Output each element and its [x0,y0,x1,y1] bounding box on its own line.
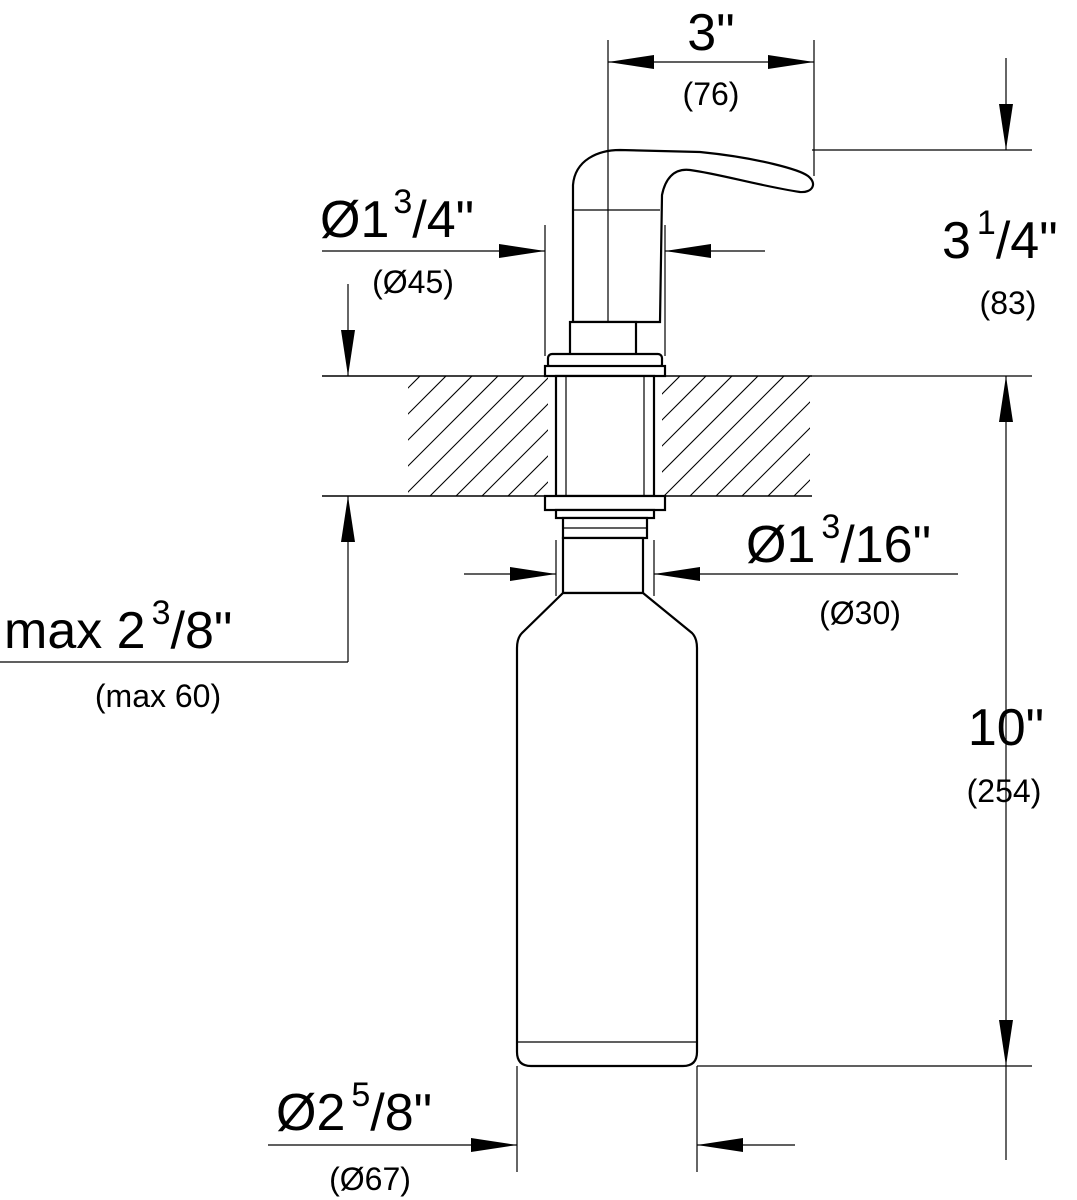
hatch-line [741,427,810,496]
label-spout-reach: 3" (76) [683,4,740,112]
hatch-line [872,376,992,496]
hatch-line [793,479,810,496]
spout-height-mm: (83) [980,285,1037,321]
max-deck-numerator: 3 [152,594,171,632]
hatch-line [408,376,499,467]
hatch-line [715,401,810,496]
spout-height-whole: 3 [942,212,971,270]
hatch-line [429,376,551,496]
hatch-line [408,376,525,493]
bottle-diameter-denominator: /8" [370,1084,432,1142]
spout-reach-mm: (76) [683,76,740,112]
soap-bottle [515,591,699,1068]
hatch-line [663,376,785,496]
bottle-diameter-mm: (Ø67) [329,1161,411,1197]
pump-diameter-denominator: /4" [412,191,474,249]
hatch-line [689,376,810,496]
max-deck-mm: (max 60) [95,678,221,714]
total-length-inch: 10" [968,699,1044,757]
hatch-line [408,376,421,389]
total-length-mm: (254) [967,773,1042,809]
pump-diameter-mm: (Ø45) [372,264,454,300]
shank-diameter-whole: Ø1 [746,516,815,574]
spout-reach-inch: 3" [687,4,734,62]
shank-diameter-denominator: /16" [840,516,931,574]
pump-diameter-numerator: 3 [393,183,412,221]
hatch-line [408,376,473,441]
spout-height-numerator: 1 [977,204,996,242]
pump-diameter-whole: Ø1 [320,191,389,249]
label-total-length: 10" (254) [967,699,1045,809]
hatch-line [846,376,966,496]
hatch-line [408,376,447,415]
extension-lines [516,40,1032,1172]
spout-height-denominator: /4" [996,212,1058,270]
max-deck-whole: max 2 [4,602,146,660]
pump-head [568,40,815,358]
hatch-line [767,453,810,496]
bottle-diameter-whole: Ø2 [276,1084,345,1142]
bottle-diameter-numerator: 5 [351,1076,370,1114]
mounting-shank [543,374,667,595]
hatch-line [820,376,940,496]
shank-diameter-mm: (Ø30) [819,595,901,631]
shank-diameter-numerator: 3 [821,508,840,546]
countertop-section [322,368,1018,514]
hatch-line [898,376,1018,496]
collar-flange [543,352,667,378]
dimension-lines [0,55,1013,1160]
max-deck-denominator: /8" [171,602,233,660]
